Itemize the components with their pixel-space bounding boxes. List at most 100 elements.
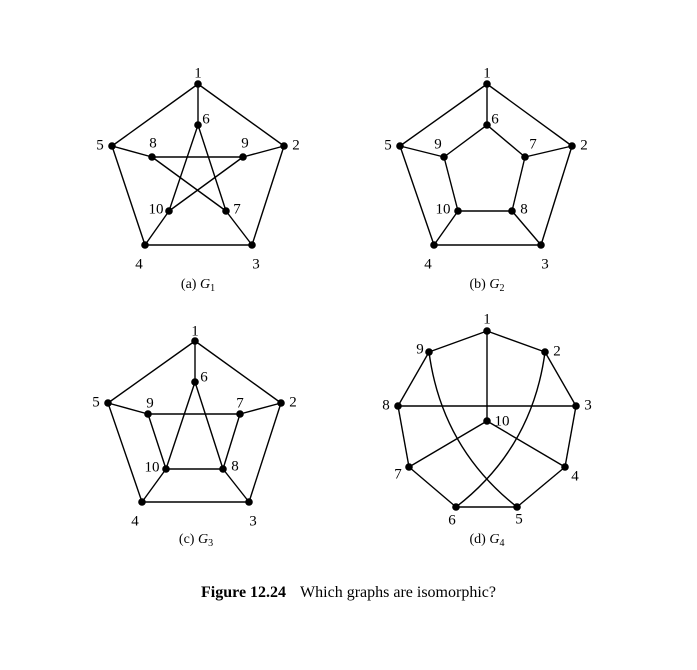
g4-vertex-label-6: 6 xyxy=(448,512,456,528)
g1-edge-3-7 xyxy=(225,210,253,246)
g4-vertex-7 xyxy=(405,463,413,471)
g4-edge-6-7 xyxy=(408,466,457,508)
g1-vertex-8 xyxy=(148,153,156,161)
g1-edge-2-3 xyxy=(251,145,285,246)
g2-edge-2-3 xyxy=(540,145,573,246)
g3-vertex-label-9: 9 xyxy=(146,395,154,411)
g1-vertex-label-4: 4 xyxy=(135,256,143,272)
g1-vertex-5 xyxy=(108,142,116,150)
g4-edge-2-3 xyxy=(544,351,577,407)
g4-vertex-label-4: 4 xyxy=(571,468,579,484)
g4-vertex-6 xyxy=(452,503,460,511)
g2-vertex-4 xyxy=(430,241,438,249)
g3-vertex-5 xyxy=(104,399,112,407)
g4-vertex-label-10: 10 xyxy=(495,413,510,429)
g2-vertex-label-2: 2 xyxy=(580,137,588,153)
g3-edge-8-7 xyxy=(222,413,241,470)
g4-edge-9-5 xyxy=(428,351,518,508)
g3-edge-5-1 xyxy=(107,340,196,404)
g2-edge-3-8 xyxy=(511,210,542,246)
g3-edge-9-10 xyxy=(147,413,167,470)
graph-g3-label: (c) G3 xyxy=(179,532,213,549)
g2-edge-10-9 xyxy=(443,156,459,212)
g2-edge-5-9 xyxy=(399,145,445,158)
g4-edge-3-4 xyxy=(564,405,577,468)
g3-vertex-label-7: 7 xyxy=(236,395,244,411)
g1-vertex-4 xyxy=(141,241,149,249)
g4-edge-7-10 xyxy=(408,420,488,468)
g2-vertex-label-8: 8 xyxy=(520,201,528,217)
g3-vertex-2 xyxy=(277,399,285,407)
g1-edge-10-6 xyxy=(168,124,199,212)
g4-edge-4-5 xyxy=(516,466,566,508)
g4-edge-2-6 xyxy=(455,351,546,508)
g4-vertex-label-2: 2 xyxy=(553,343,561,359)
g3-vertex-label-1: 1 xyxy=(191,323,199,339)
g3-vertex-label-5: 5 xyxy=(92,394,100,410)
g1-vertex-2 xyxy=(280,142,288,150)
g3-vertex-9 xyxy=(144,410,152,418)
g4-vertex-label-8: 8 xyxy=(382,397,390,413)
g3-vertex-8 xyxy=(219,465,227,473)
g3-edge-4-10 xyxy=(141,468,167,503)
g4-vertex-9 xyxy=(425,348,433,356)
g2-edge-4-10 xyxy=(433,210,459,246)
g4-vertex-8 xyxy=(394,402,402,410)
g1-vertex-label-10: 10 xyxy=(149,201,164,217)
g1-vertex-label-6: 6 xyxy=(202,111,210,127)
g3-vertex-label-6: 6 xyxy=(200,369,208,385)
g1-vertex-label-8: 8 xyxy=(149,135,157,151)
g2-vertex-7 xyxy=(521,153,529,161)
g2-vertex-5 xyxy=(396,142,404,150)
g2-edge-6-7 xyxy=(486,124,526,158)
g4-vertex-2 xyxy=(541,348,549,356)
g1-vertex-label-3: 3 xyxy=(252,256,260,272)
g2-vertex-6 xyxy=(483,121,491,129)
g3-vertex-4 xyxy=(138,498,146,506)
g1-edge-9-10 xyxy=(168,156,244,212)
figure-caption-text: Which graphs are isomorphic? xyxy=(300,584,496,601)
g3-vertex-label-3: 3 xyxy=(249,513,257,529)
g1-vertex-10 xyxy=(165,207,173,215)
g3-vertex-6 xyxy=(191,378,199,386)
g1-vertex-7 xyxy=(222,207,230,215)
g1-vertex-6 xyxy=(194,121,202,129)
g2-edge-9-6 xyxy=(443,124,488,158)
g4-edge-9-1 xyxy=(428,330,488,353)
g3-edge-2-7 xyxy=(239,402,282,415)
g3-vertex-label-4: 4 xyxy=(131,513,139,529)
g1-vertex-label-1: 1 xyxy=(194,65,202,81)
g3-edge-2-3 xyxy=(248,402,282,503)
g1-vertex-label-5: 5 xyxy=(96,137,104,153)
g3-vertex-10 xyxy=(162,465,170,473)
g1-vertex-label-9: 9 xyxy=(241,135,249,151)
g4-vertex-3 xyxy=(572,402,580,410)
g2-vertex-8 xyxy=(508,207,516,215)
g1-edge-4-5 xyxy=(111,145,146,246)
g4-vertex-label-7: 7 xyxy=(394,466,402,482)
g1-edge-5-1 xyxy=(111,83,199,147)
g3-edge-1-2 xyxy=(194,340,282,404)
g2-edge-7-8 xyxy=(511,156,526,212)
g4-vertex-5 xyxy=(513,503,521,511)
g3-vertex-label-10: 10 xyxy=(145,459,160,475)
g4-vertex-label-9: 9 xyxy=(416,341,424,357)
g3-edge-6-8 xyxy=(194,381,224,470)
g4-vertex-label-1: 1 xyxy=(483,311,491,327)
g3-vertex-label-8: 8 xyxy=(231,458,239,474)
g2-vertex-2 xyxy=(568,142,576,150)
g4-vertex-label-5: 5 xyxy=(515,511,523,527)
g4-edge-1-2 xyxy=(486,330,546,353)
graph-g1-label: (a) G1 xyxy=(181,277,215,294)
g2-vertex-label-9: 9 xyxy=(434,136,442,152)
g2-vertex-label-7: 7 xyxy=(529,136,537,152)
g1-edge-7-8 xyxy=(151,156,227,212)
g4-vertex-4 xyxy=(561,463,569,471)
g1-edge-4-10 xyxy=(144,210,170,246)
g1-edge-6-7 xyxy=(197,124,227,212)
g2-edge-1-2 xyxy=(486,83,573,147)
